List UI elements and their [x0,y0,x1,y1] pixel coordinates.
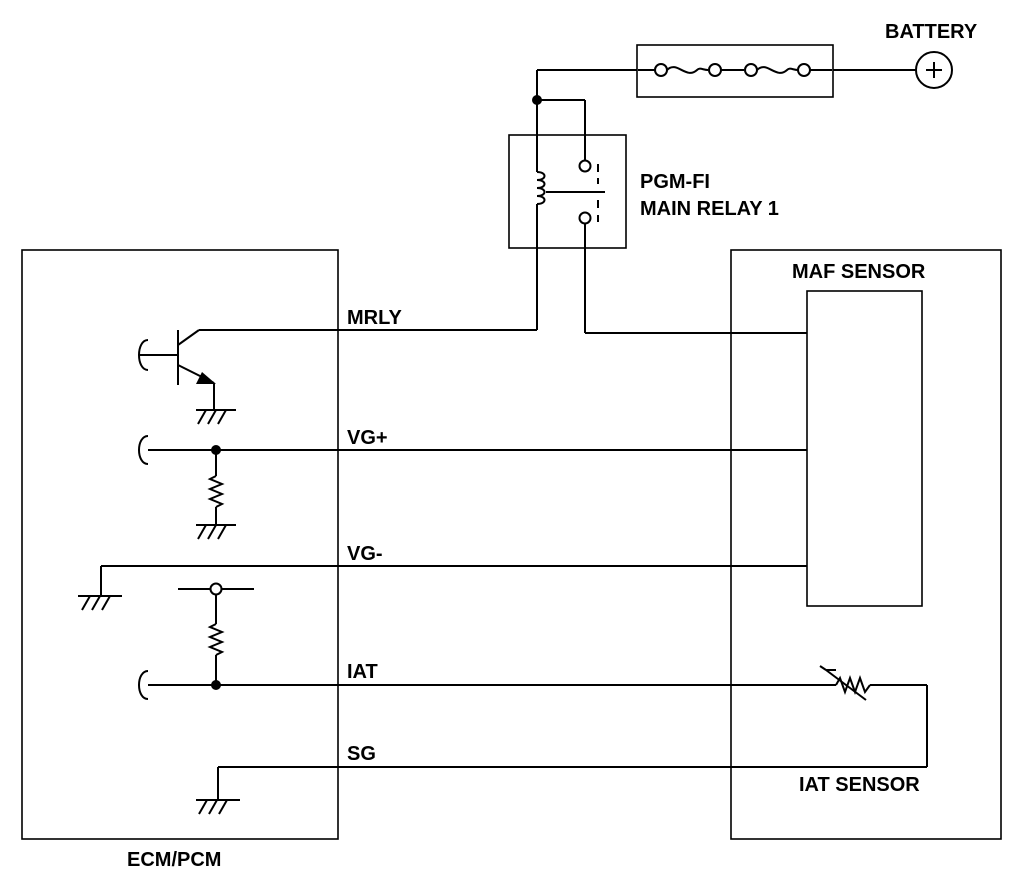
ground-icon [196,409,236,425]
sg-ground [196,767,240,815]
maf-element [806,290,923,607]
vg-minus-label: VG- [347,543,383,565]
ecm-pcm-label: ECM/PCM [127,849,221,871]
sg-label: SG [347,743,376,765]
vg-plus-label: VG+ [347,427,388,449]
iat-sensor-label: IAT SENSOR [799,774,920,796]
relay-box [508,134,627,249]
ecm-box [21,249,339,840]
maf-box [730,249,1002,840]
vg-plus-input [138,435,225,525]
relay-coil-and-switch [532,70,605,333]
fuse-symbol [638,63,832,77]
maf-sensor-label: MAF SENSOR [792,261,926,283]
thermistor-icon [819,665,871,701]
battery-label: BATTERY [885,21,978,43]
vg-minus-ground [78,566,122,611]
iat-pullup [138,582,254,700]
transistor-symbol [138,329,216,410]
battery-terminal-icon [915,51,953,89]
relay-label-line2: MAIN RELAY 1 [640,198,779,220]
mrly-label: MRLY [347,307,402,329]
iat-label: IAT [347,661,378,683]
relay-label-line1: PGM-FI [640,171,710,193]
ground-icon [196,524,236,540]
